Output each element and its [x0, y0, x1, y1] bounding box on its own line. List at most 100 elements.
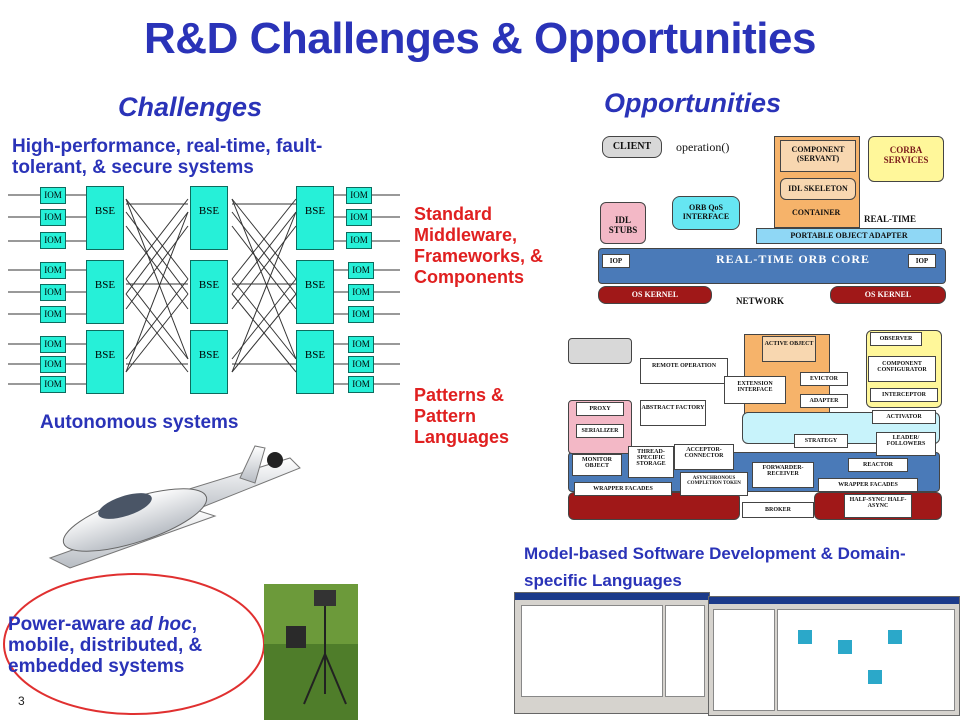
- pattern-box: MONITOR OBJECT: [572, 454, 622, 476]
- pattern-box: WRAPPER FACADES: [574, 482, 672, 496]
- pattern-label: EXTENSION INTERFACE: [737, 381, 773, 393]
- bse-node: BSE: [190, 186, 228, 250]
- iom-node: IOM: [346, 187, 372, 204]
- pattern-box: [568, 338, 632, 364]
- pattern-box: COMPONENT CONFIGURATOR: [868, 356, 936, 382]
- pattern-label: ACTIVE OBJECT: [764, 341, 814, 347]
- pattern-label: LEADER/ FOLLOWERS: [886, 435, 926, 447]
- page-number: 3: [18, 694, 25, 708]
- iop-label: IOP: [609, 257, 623, 265]
- client-label: CLIENT: [612, 141, 652, 152]
- pattern-label: ABSTRACT FACTORY: [641, 405, 705, 411]
- pattern-label: ASYNCHRONOUS COMPLETION TOKEN: [687, 476, 741, 486]
- pattern-box: INTERCEPTOR: [870, 388, 938, 402]
- pattern-label: BROKER: [764, 507, 791, 513]
- iop-left: IOP: [602, 254, 630, 268]
- iom-node: IOM: [40, 284, 66, 301]
- idl-stubs-label: IDL STUBS: [608, 215, 638, 235]
- model-canvas: [777, 609, 955, 711]
- opportunities-heading: Opportunities: [604, 88, 781, 118]
- orb-qos-label: ORB QoS INTERFACE: [682, 203, 730, 221]
- patterns-base-left: [568, 492, 740, 520]
- pattern-label: REMOTE OPERATION: [651, 363, 717, 369]
- pattern-box: REACTOR: [848, 458, 908, 472]
- pattern-box: REMOTE OPERATION: [640, 358, 728, 384]
- crosslink-lines: [8, 194, 400, 385]
- autonomous-label: Autonomous systems: [40, 412, 239, 433]
- window-titlebar: [709, 597, 959, 604]
- window-titlebar: [515, 593, 709, 600]
- iom-node: IOM: [40, 187, 66, 204]
- model-tree: [665, 605, 705, 697]
- pattern-box: SERIALIZER: [576, 424, 624, 438]
- poa-label: PORTABLE OBJECT ADAPTER: [790, 231, 908, 240]
- model-block: [798, 630, 812, 644]
- ad-hoc-emphasis: ad hoc: [130, 614, 192, 635]
- iom-node: IOM: [346, 209, 372, 226]
- pattern-box: HALF-SYNC/ HALF-ASYNC: [844, 494, 912, 518]
- corba-services-label: CORBA SERVICES: [883, 145, 929, 165]
- idl-stubs-box: IDL STUBS: [600, 202, 646, 244]
- iom-node: IOM: [40, 209, 66, 226]
- power-aware-label: Power-aware ad hoc, mobile, distributed,…: [8, 614, 264, 677]
- iom-node: IOM: [40, 306, 66, 323]
- pattern-box: WRAPPER FACADES: [818, 478, 918, 492]
- bse-node: BSE: [190, 330, 228, 394]
- realtime-label: REAL-TIME: [864, 214, 917, 224]
- pattern-box: OBSERVER: [870, 332, 922, 346]
- os-kernel-label: OS KERNEL: [631, 290, 679, 299]
- pattern-label: HALF-SYNC/ HALF-ASYNC: [849, 497, 907, 509]
- orb-qos-box: ORB QoS INTERFACE: [672, 196, 740, 230]
- pattern-label: OBSERVER: [879, 336, 913, 342]
- aircraft-image: [48, 445, 301, 569]
- pattern-label: MONITOR OBJECT: [582, 457, 612, 469]
- iom-node: IOM: [40, 376, 66, 393]
- pattern-label: ACCEPTOR-CONNECTOR: [684, 447, 724, 459]
- model-canvas: [521, 605, 663, 697]
- bse-node: BSE: [86, 186, 124, 250]
- patterns-label: Patterns & Pattern Languages: [414, 385, 510, 447]
- client-box: CLIENT: [602, 136, 662, 158]
- iom-node: IOM: [348, 336, 374, 353]
- iom-node: IOM: [40, 232, 66, 249]
- iom-node: IOM: [40, 356, 66, 373]
- pattern-label: ADAPTER: [809, 398, 839, 404]
- iom-node: IOM: [348, 376, 374, 393]
- pattern-label: WRAPPER FACADES: [593, 486, 653, 492]
- os-kernel-label: OS KERNEL: [864, 290, 912, 299]
- pattern-box: FORWARDER-RECEIVER: [752, 462, 814, 488]
- pattern-label: EVICTOR: [810, 376, 838, 382]
- bse-node: BSE: [86, 330, 124, 394]
- pattern-label: PROXY: [589, 406, 611, 412]
- field-device-photo: [264, 584, 358, 720]
- iom-node: IOM: [348, 262, 374, 279]
- orb-core-label: REAL-TIME ORB CORE: [716, 252, 871, 266]
- iom-node: IOM: [40, 262, 66, 279]
- pattern-label: SERIALIZER: [581, 428, 619, 434]
- modeling-tool-screenshot-right: [708, 596, 960, 716]
- pattern-box: PROXY: [576, 402, 624, 416]
- model-based-label: Model-based Software Development & Domai…: [524, 544, 906, 590]
- network-label: NETWORK: [736, 296, 785, 306]
- pattern-label: FORWARDER-RECEIVER: [762, 465, 804, 477]
- modeling-tool-screenshot-left: [514, 592, 710, 714]
- pattern-label: COMPONENT CONFIGURATOR: [877, 361, 927, 373]
- slide-title: R&D Challenges & Opportunities: [144, 14, 816, 63]
- bse-node: BSE: [190, 260, 228, 324]
- iom-node: IOM: [348, 306, 374, 323]
- idl-skeleton-box: IDL SKELETON: [780, 178, 856, 200]
- pattern-box: ADAPTER: [800, 394, 848, 408]
- iop-right: IOP: [908, 254, 936, 268]
- bse-node: BSE: [296, 186, 334, 250]
- pattern-label: THREAD-SPECIFIC STORAGE: [636, 449, 666, 467]
- pattern-box: EVICTOR: [800, 372, 848, 386]
- model-block: [888, 630, 902, 644]
- pattern-box: ASYNCHRONOUS COMPLETION TOKEN: [680, 472, 748, 496]
- corba-services-box: CORBA SERVICES: [868, 136, 944, 182]
- pattern-label: ACTIVATOR: [886, 414, 922, 420]
- model-block: [868, 670, 882, 684]
- pattern-label: REACTOR: [863, 462, 893, 468]
- high-performance-label: High-performance, real-time, fault-toler…: [12, 136, 323, 178]
- orb-core-band: [598, 248, 946, 284]
- corba-diagram: REAL-TIME ORB CORE CLIENT operation() CO…: [596, 130, 948, 308]
